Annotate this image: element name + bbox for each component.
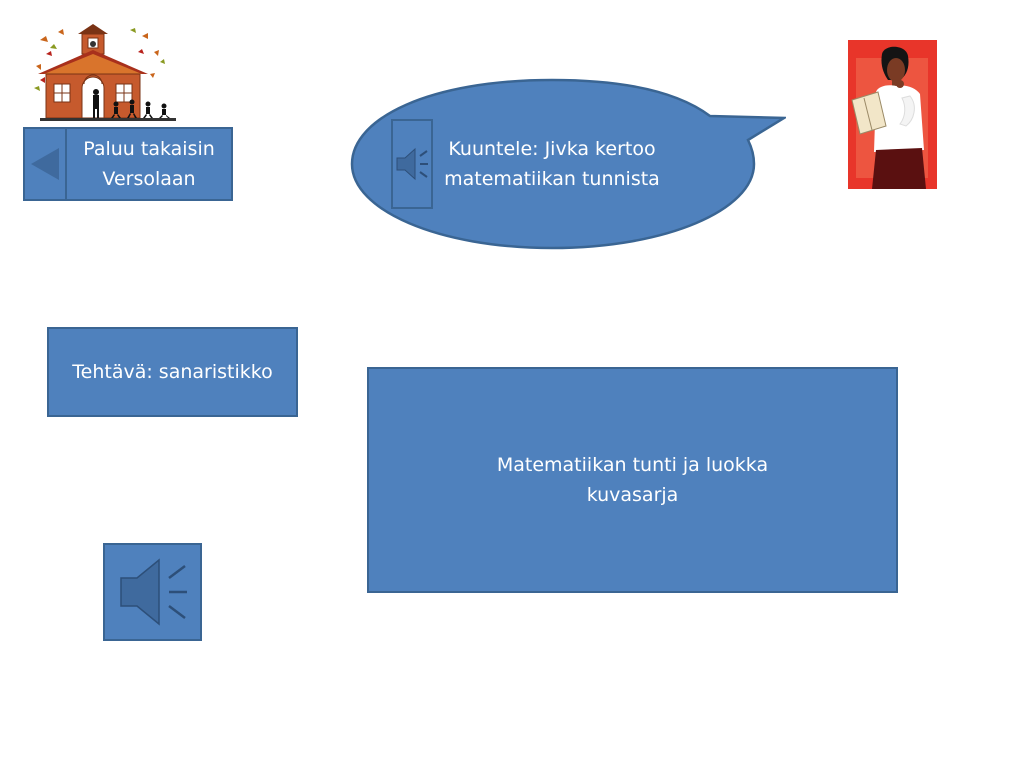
task-button-label: Tehtävä: sanaristikko xyxy=(72,361,273,383)
crossword-task-button[interactable]: Tehtävä: sanaristikko xyxy=(47,327,298,417)
picture-gallery-button[interactable]: Matematiikan tunti ja luokka kuvasarja xyxy=(367,367,898,593)
speech-bubble-label: Kuuntele: Jivka kertoo matematiikan tunn… xyxy=(444,138,660,190)
sound-button[interactable] xyxy=(103,543,202,641)
bubble-speaker-button[interactable] xyxy=(391,119,433,209)
schoolhouse-image xyxy=(34,24,176,121)
teacher-image xyxy=(848,40,937,189)
speech-bubble[interactable] xyxy=(350,78,786,250)
back-button-icon-cell xyxy=(25,129,67,199)
back-to-versola-button[interactable]: Paluu takaisin Versolaan xyxy=(23,127,233,201)
back-button-label: Paluu takaisin Versolaan xyxy=(83,138,215,190)
gallery-button-label: Matematiikan tunti ja luokka kuvasarja xyxy=(496,454,769,506)
speaker-icon xyxy=(396,147,428,181)
triangle-left-icon xyxy=(31,148,59,180)
speaker-icon xyxy=(119,558,187,626)
